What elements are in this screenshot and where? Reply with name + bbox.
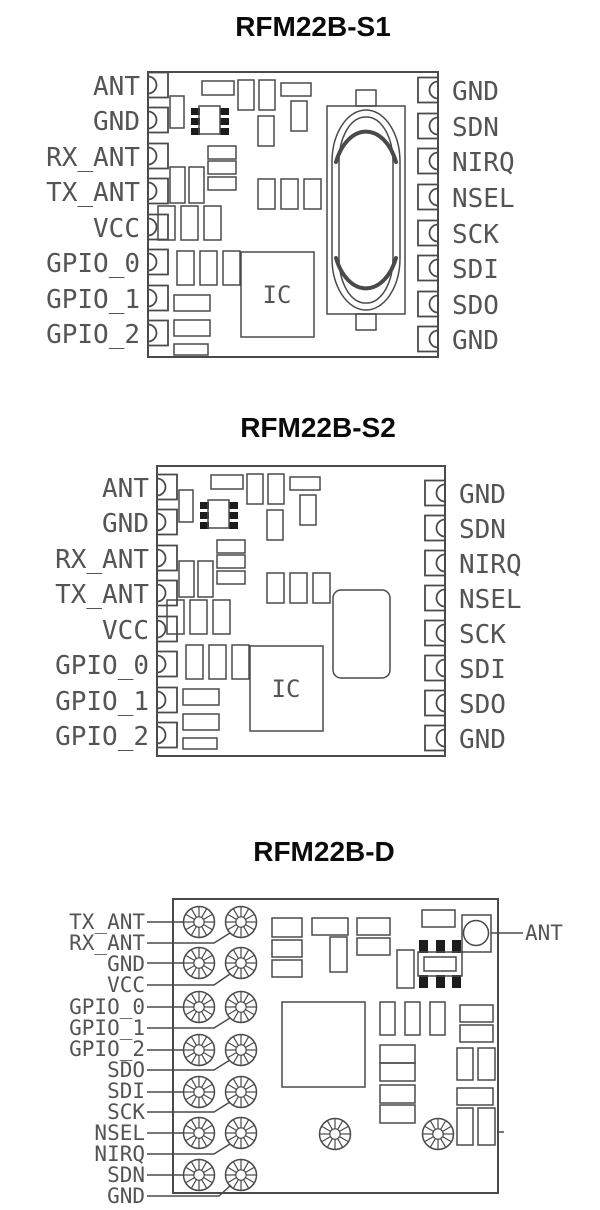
module-d-title: RFM22B-D — [253, 836, 395, 867]
s2-board-outline — [156, 465, 446, 757]
s1-crystal-component — [326, 89, 406, 331]
d-leader-lines — [147, 921, 523, 1197]
s2-pin-label-gpio1: GPIO_1 — [55, 687, 149, 717]
s1-pin-label-sdi: SDI — [452, 255, 499, 285]
s2-crystal-footprint — [332, 589, 391, 679]
s1-ic-label: IC — [263, 281, 292, 309]
s1-pin-label-rx-ant: RX_ANT — [46, 143, 140, 173]
s2-pin-label-gnd-br: GND — [459, 725, 506, 755]
s2-pin-label-nsel: NSEL — [459, 585, 522, 615]
s2-pin-label-tx-ant: TX_ANT — [55, 580, 149, 610]
s2-pin-label-gnd-tr: GND — [459, 480, 506, 510]
s1-right-pin-labels: GND SDN NIRQ NSEL SCK SDI SDO GND — [452, 77, 515, 356]
s2-pin-label-ant: ANT — [102, 474, 149, 504]
d-pin-label-sdo: SDO — [107, 1058, 145, 1082]
d-pin-label-nirq: NIRQ — [94, 1142, 145, 1166]
d-pin-label-gpio2: GPIO_2 — [69, 1037, 145, 1061]
s2-ic-label: IC — [272, 675, 301, 703]
s2-pin-label-rx-ant: RX_ANT — [55, 545, 149, 575]
s1-board-drawing — [147, 71, 439, 358]
s1-pin-label-gnd-br: GND — [452, 326, 499, 356]
s1-sot-component — [191, 105, 229, 135]
s1-pin-label-sdn: SDN — [452, 113, 499, 143]
d-pin-label-sdi: SDI — [107, 1079, 145, 1103]
s2-ic-component — [249, 645, 324, 732]
d-pin-label-gnd-2: GND — [107, 1184, 145, 1208]
s2-pin-label-vcc: VCC — [102, 616, 149, 646]
module-rfm22b-s1: RFM22B-S1 — [46, 11, 515, 358]
d-pin-label-rx-ant: RX_ANT — [69, 931, 145, 955]
s1-pin-label-sck: SCK — [452, 220, 499, 250]
s1-pin-label-gnd-tr: GND — [452, 77, 499, 107]
d-pin-label-sdn: SDN — [107, 1163, 145, 1187]
s2-left-pin-labels: ANT GND RX_ANT TX_ANT VCC GPIO_0 GPIO_1 … — [55, 474, 149, 752]
s1-pin-label-ant: ANT — [93, 72, 140, 102]
s1-pin-label-sdo: SDO — [452, 291, 499, 321]
s2-board-drawing — [156, 465, 446, 757]
d-pin-label-tx-ant: TX_ANT — [69, 910, 145, 934]
s1-pin-label-gpio2: GPIO_2 — [46, 320, 140, 350]
s2-pin-label-sdn: SDN — [459, 515, 506, 545]
d-board-drawing — [172, 898, 504, 1194]
d-left-pin-labels: TX_ANT RX_ANT GND VCC GPIO_0 GPIO_1 GPIO… — [69, 910, 145, 1208]
d-pin-label-nsel: NSEL — [94, 1121, 145, 1145]
d-ant-pad — [461, 914, 492, 953]
module-s2-title: RFM22B-S2 — [240, 412, 396, 443]
s2-pin-label-nirq: NIRQ — [459, 550, 522, 580]
s1-pin-label-nsel: NSEL — [452, 184, 515, 214]
s1-pin-label-gpio1: GPIO_1 — [46, 285, 140, 315]
s2-sot-component — [200, 499, 238, 529]
module-s1-title: RFM22B-S1 — [235, 11, 391, 42]
s1-pin-label-tx-ant: TX_ANT — [46, 178, 140, 208]
s1-left-pin-labels: ANT GND RX_ANT TX_ANT VCC GPIO_0 GPIO_1 … — [46, 72, 140, 350]
d-pin-label-ant: ANT — [525, 921, 563, 945]
s2-pin-label-sck: SCK — [459, 620, 506, 650]
d-main-ic-outline — [281, 1001, 366, 1088]
s1-pin-label-gnd-l: GND — [93, 107, 140, 137]
d-pin-label-vcc: VCC — [107, 973, 145, 997]
s2-right-pin-labels: GND SDN NIRQ NSEL SCK SDI SDO GND — [459, 480, 522, 755]
s2-pin-label-gpio0: GPIO_0 — [55, 651, 149, 681]
s1-pin-label-gpio0: GPIO_0 — [46, 249, 140, 279]
d-pin-label-gpio0: GPIO_0 — [69, 995, 145, 1019]
d-pin-label-gnd-1: GND — [107, 952, 145, 976]
s1-pin-label-nirq: NIRQ — [452, 148, 515, 178]
s1-passive-components — [157, 79, 322, 356]
s2-pin-label-sdo: SDO — [459, 690, 506, 720]
s1-pin-label-vcc: VCC — [93, 214, 140, 244]
d-pin-label-gpio1: GPIO_1 — [69, 1016, 145, 1040]
s2-pin-label-sdi: SDI — [459, 655, 506, 685]
module-rfm22b-d: RFM22B-D — [69, 836, 563, 1208]
d-pin-label-sck: SCK — [107, 1100, 145, 1124]
s2-pin-label-gpio2: GPIO_2 — [55, 722, 149, 752]
s2-pin-label-gnd-l: GND — [102, 509, 149, 539]
d-board-outline — [172, 898, 499, 1194]
module-rfm22b-s2: RFM22B-S2 — [55, 412, 522, 757]
d-passive-components — [271, 909, 496, 1146]
d-sot-component — [417, 940, 463, 988]
s1-ic-component — [240, 251, 315, 338]
s2-passive-components — [166, 473, 331, 750]
